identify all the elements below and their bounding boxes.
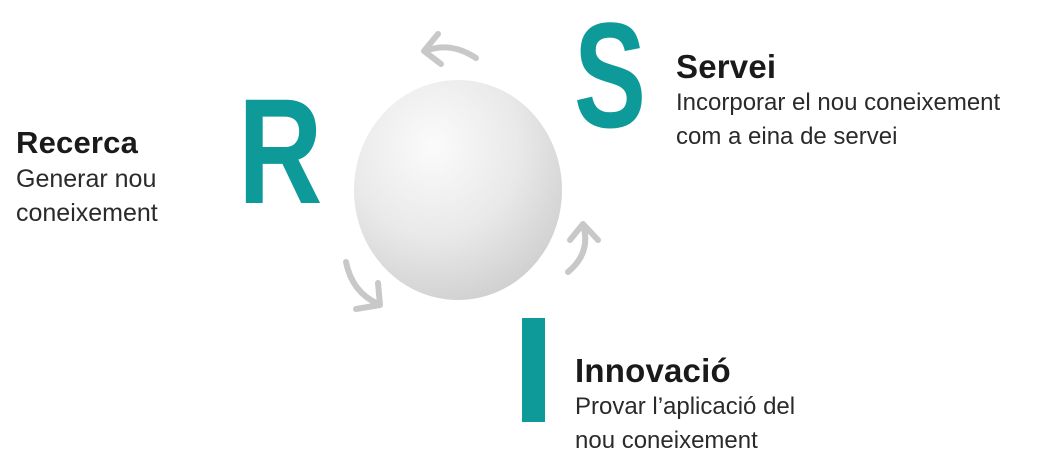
servei-description: Incorporar el nou coneixement com a eina… <box>676 89 1001 150</box>
letter-r: R <box>238 67 323 235</box>
arrow-recerca-to-innovacio-icon <box>343 259 383 312</box>
servei-title: Servei <box>676 48 777 85</box>
recerca-block: Recerca Generar nou coneixement <box>16 124 236 230</box>
recerca-title: Recerca <box>16 125 139 160</box>
center-sphere <box>354 80 562 300</box>
innovacio-title: Innovació <box>575 352 731 389</box>
letter-s: S <box>574 0 647 159</box>
innovacio-block: Innovació Provar l’aplicació del nou con… <box>575 352 875 458</box>
arrow-innovacio-to-servei-icon <box>565 221 601 275</box>
letter-i <box>522 318 545 422</box>
arrow-servei-to-recerca-icon <box>421 31 479 67</box>
innovacio-description: Provar l’aplicació del nou coneixement <box>575 393 796 454</box>
servei-block: Servei Incorporar el nou coneixement com… <box>676 48 1051 154</box>
recerca-description: Generar nou coneixement <box>16 165 158 227</box>
